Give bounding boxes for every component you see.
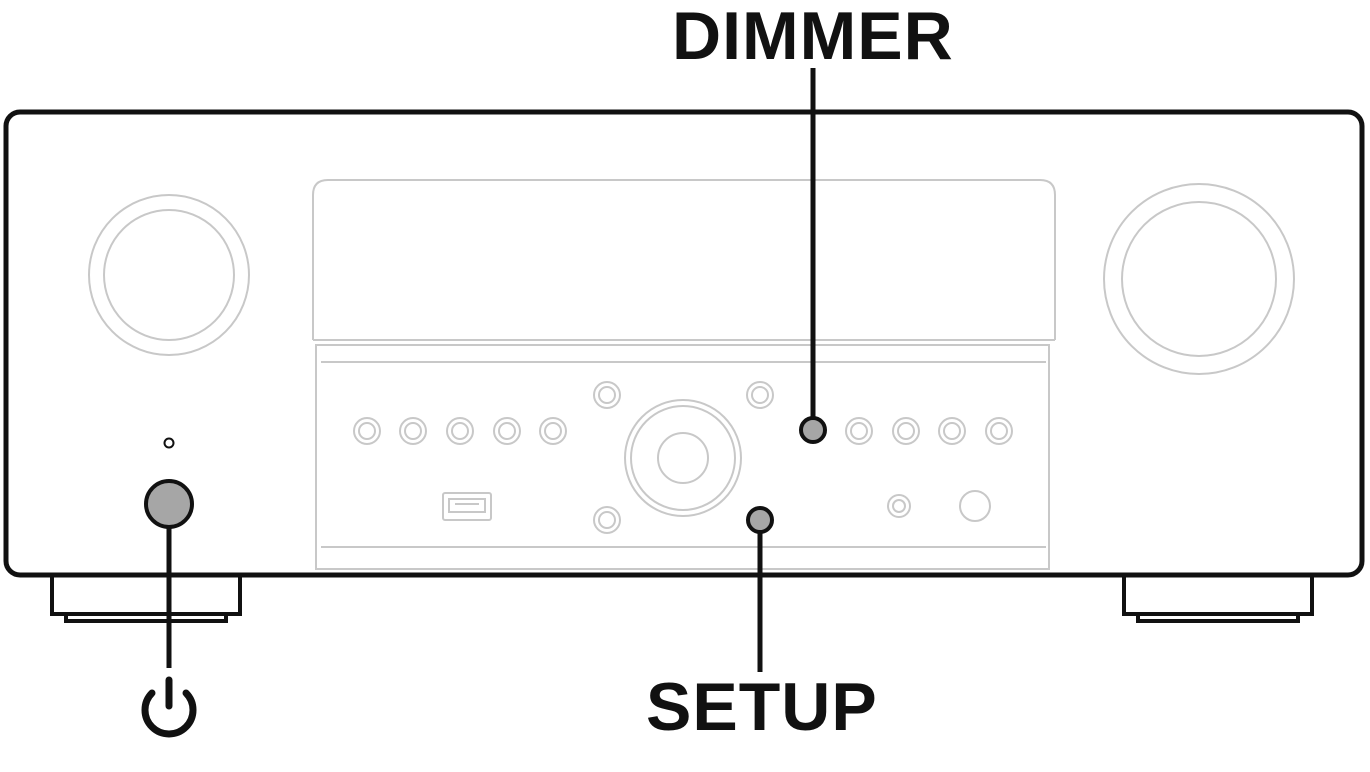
corner-button-top-right[interactable] <box>746 381 774 409</box>
receiver-chassis <box>3 109 1365 578</box>
power-icon <box>141 676 197 738</box>
right-foot <box>1122 575 1314 623</box>
source-button[interactable] <box>845 417 873 445</box>
volume-knob[interactable] <box>1103 183 1295 375</box>
headphone-jack[interactable] <box>887 494 911 518</box>
source-button[interactable] <box>892 417 920 445</box>
mic-jack[interactable] <box>959 490 991 522</box>
source-button[interactable] <box>493 417 521 445</box>
corner-button-bottom-left[interactable] <box>593 506 621 534</box>
dimmer-button[interactable] <box>799 416 827 444</box>
source-button[interactable] <box>985 417 1013 445</box>
source-buttons-right <box>845 417 1013 445</box>
source-button[interactable] <box>938 417 966 445</box>
source-button[interactable] <box>353 417 381 445</box>
source-button[interactable] <box>399 417 427 445</box>
left-foot <box>50 575 242 623</box>
source-buttons-left <box>353 417 567 445</box>
left-knob[interactable] <box>88 194 250 356</box>
source-button[interactable] <box>539 417 567 445</box>
dimmer-label: DIMMER <box>672 0 954 74</box>
setup-button[interactable] <box>746 506 774 534</box>
control-panel <box>313 339 1055 570</box>
corner-buttons <box>593 381 774 534</box>
usb-port-icon[interactable] <box>442 492 492 521</box>
source-button[interactable] <box>446 417 474 445</box>
corner-button-top-left[interactable] <box>593 381 621 409</box>
cursor-pad[interactable] <box>624 399 742 517</box>
standby-indicator <box>163 437 175 449</box>
display-window <box>312 179 1056 340</box>
power-button[interactable] <box>144 479 194 529</box>
setup-label: SETUP <box>646 669 878 745</box>
